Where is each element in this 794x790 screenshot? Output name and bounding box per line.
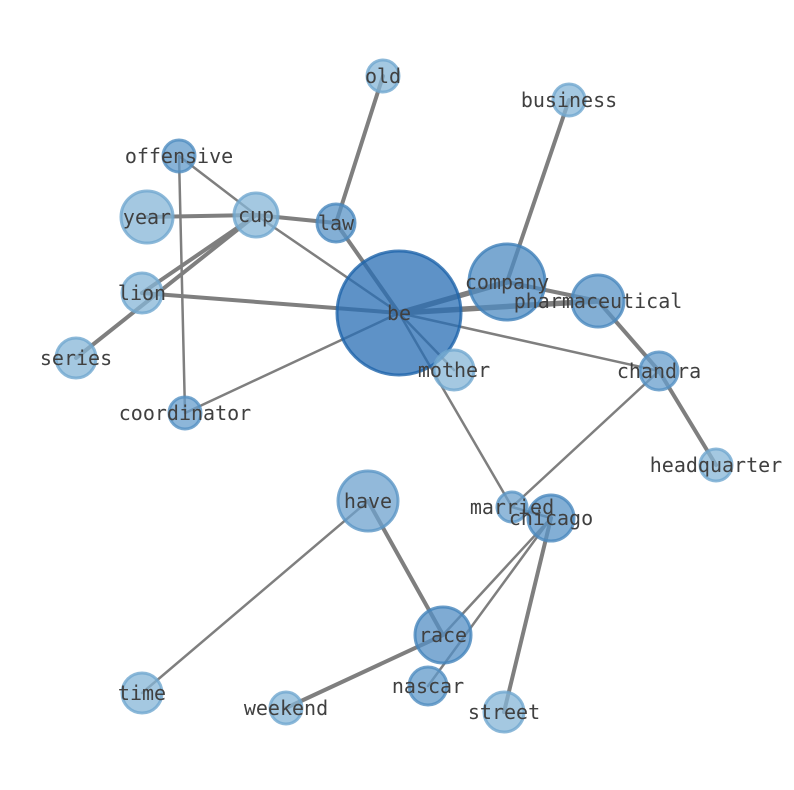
node-chandra[interactable] xyxy=(638,350,680,392)
node-company[interactable] xyxy=(467,242,547,322)
node-label-cup: cup xyxy=(238,203,274,227)
node-label-company: company xyxy=(465,270,549,294)
node-label-weekend: weekend xyxy=(244,696,328,720)
node-street[interactable] xyxy=(482,690,526,734)
node-weekend[interactable] xyxy=(268,690,304,726)
node-lion[interactable] xyxy=(120,271,164,315)
node-headquarter[interactable] xyxy=(698,447,734,483)
node-label-offensive: offensive xyxy=(125,144,233,168)
edge-law-old xyxy=(334,74,385,225)
node-series[interactable] xyxy=(54,336,98,380)
node-label-lion: lion xyxy=(118,281,166,305)
node-label-headquarter: headquarter xyxy=(650,453,782,477)
edge-offensive-coordinator xyxy=(177,154,187,415)
edge-have-time xyxy=(140,499,370,695)
edge-chandra-married xyxy=(510,369,661,509)
node-label-year: year xyxy=(123,205,171,229)
node-business[interactable] xyxy=(551,82,587,118)
node-be[interactable] xyxy=(335,249,463,377)
node-cup[interactable] xyxy=(232,191,280,239)
node-coordinator[interactable] xyxy=(167,395,203,431)
node-nascar[interactable] xyxy=(407,665,449,707)
node-married[interactable] xyxy=(495,490,529,524)
node-race[interactable] xyxy=(413,605,473,665)
node-label-have: have xyxy=(344,489,392,513)
node-have[interactable] xyxy=(336,469,400,533)
node-old[interactable] xyxy=(365,58,401,94)
nodes-layer xyxy=(54,58,734,734)
node-time[interactable] xyxy=(120,671,164,715)
edge-cup-series xyxy=(74,213,258,360)
node-label-street: street xyxy=(468,700,540,724)
node-label-be: be xyxy=(387,301,411,325)
node-label-old: old xyxy=(365,64,401,88)
node-label-business: business xyxy=(521,88,617,112)
node-label-mother: mother xyxy=(418,358,490,382)
node-mother[interactable] xyxy=(432,348,476,392)
node-label-coordinator: coordinator xyxy=(119,401,251,425)
node-label-time: time xyxy=(118,681,166,705)
node-label-chandra: chandra xyxy=(617,359,701,383)
node-label-pharmaceutical: pharmaceutical xyxy=(514,289,683,313)
node-label-race: race xyxy=(419,623,467,647)
node-year[interactable] xyxy=(119,189,175,245)
node-label-law: law xyxy=(318,211,355,235)
node-label-married: married xyxy=(470,495,554,519)
edge-chicago-street xyxy=(502,516,553,714)
node-label-nascar: nascar xyxy=(392,674,464,698)
node-label-series: series xyxy=(40,346,112,370)
node-law[interactable] xyxy=(315,202,357,244)
node-chicago[interactable] xyxy=(526,493,576,543)
node-pharmaceutical[interactable] xyxy=(570,273,626,329)
node-offensive[interactable] xyxy=(161,138,197,174)
node-label-chicago: chicago xyxy=(509,506,593,530)
